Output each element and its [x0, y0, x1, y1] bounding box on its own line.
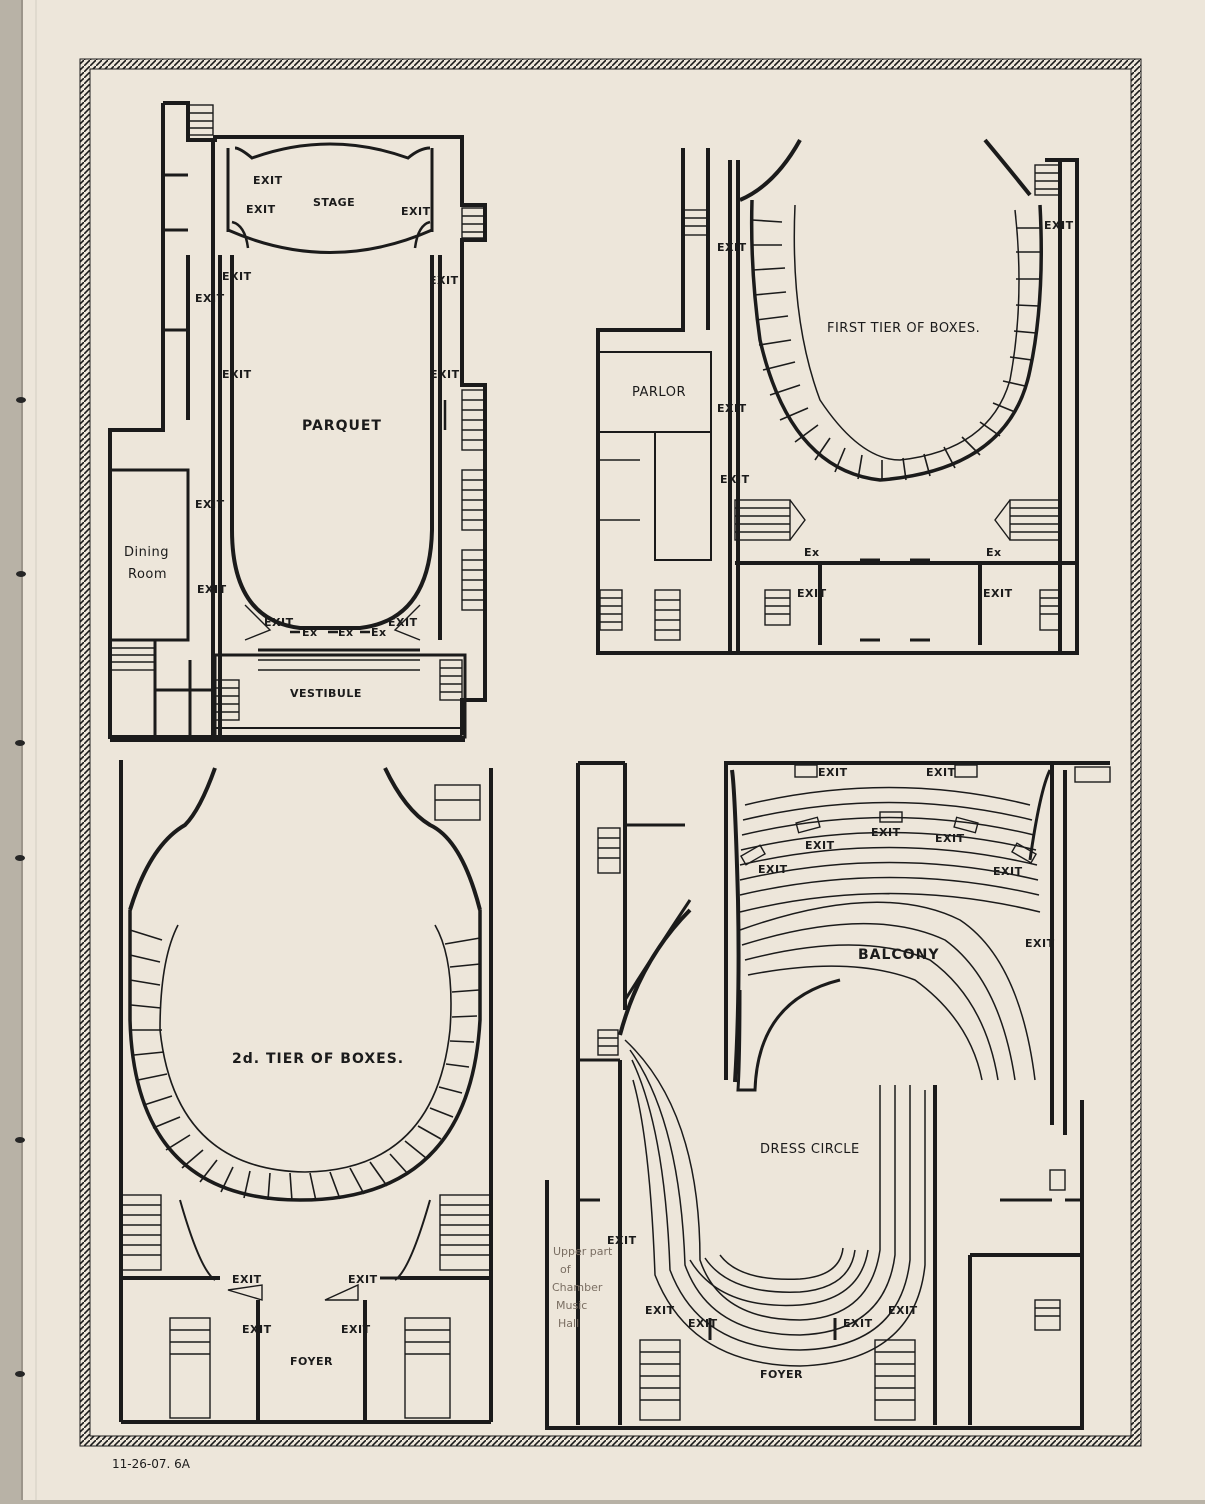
svg-text:EXIT: EXIT [758, 863, 788, 876]
svg-text:EXIT: EXIT [222, 368, 252, 381]
svg-text:EXIT: EXIT [222, 270, 252, 283]
svg-text:EXIT: EXIT [818, 766, 848, 779]
dining-room-label-2: Room [128, 567, 167, 582]
svg-text:EXIT: EXIT [983, 587, 1013, 600]
svg-text:EXIT: EXIT [1025, 937, 1055, 950]
second-tier-exit-labels: EXIT EXIT EXIT EXIT [232, 1273, 378, 1336]
dining-room-label-1: Dining [124, 545, 169, 560]
svg-text:Ex: Ex [986, 546, 1002, 559]
decorative-border [79, 58, 1142, 1447]
second-tier-title: 2d. TIER OF BOXES. [232, 1051, 404, 1067]
svg-text:EXIT: EXIT [242, 1323, 272, 1336]
svg-text:Upper part: Upper part [553, 1245, 613, 1258]
svg-text:Music: Music [556, 1299, 587, 1312]
svg-text:EXIT: EXIT [341, 1323, 371, 1336]
first-tier-title: FIRST TIER OF BOXES. [827, 321, 980, 336]
svg-text:Chamber: Chamber [552, 1281, 603, 1294]
binding-holes [15, 397, 26, 1377]
second-tier-foyer-label: FOYER [290, 1355, 333, 1368]
svg-text:Hall: Hall [558, 1317, 579, 1330]
first-tier-plan [596, 138, 1079, 655]
parquet-plan [108, 101, 487, 742]
svg-text:EXIT: EXIT [388, 616, 418, 629]
first-tier-exit-labels: EXIT EXIT EXIT EXIT EXIT EXIT Ex Ex [717, 219, 1074, 600]
svg-text:EXIT: EXIT [797, 587, 827, 600]
stage-label: STAGE [313, 196, 355, 209]
svg-text:EXIT: EXIT [871, 826, 901, 839]
svg-text:EXIT: EXIT [401, 205, 431, 218]
svg-text:EXIT: EXIT [688, 1317, 718, 1330]
svg-text:EXIT: EXIT [195, 498, 225, 511]
svg-text:EXIT: EXIT [993, 865, 1023, 878]
svg-text:EXIT: EXIT [246, 203, 276, 216]
svg-text:EXIT: EXIT [197, 583, 227, 596]
paper [22, 0, 1205, 1500]
svg-text:Ex: Ex [338, 626, 354, 639]
svg-text:EXIT: EXIT [805, 839, 835, 852]
balcony-plan [545, 761, 1111, 1430]
balcony-foyer-label: FOYER [760, 1368, 803, 1381]
svg-text:EXIT: EXIT [717, 241, 747, 254]
svg-text:EXIT: EXIT [888, 1304, 918, 1317]
parquet-exit-labels: EXIT EXIT EXIT EXIT EXIT EXIT EXIT EXIT … [195, 174, 460, 639]
chamber-music-hall-label: Upper part of Chamber Music Hall [552, 1245, 613, 1330]
svg-text:EXIT: EXIT [843, 1317, 873, 1330]
svg-text:of: of [560, 1263, 572, 1276]
svg-text:EXIT: EXIT [253, 174, 283, 187]
svg-text:Ex: Ex [302, 626, 318, 639]
svg-text:EXIT: EXIT [348, 1273, 378, 1286]
svg-text:EXIT: EXIT [232, 1273, 262, 1286]
svg-text:EXIT: EXIT [430, 368, 460, 381]
svg-text:EXIT: EXIT [720, 473, 750, 486]
svg-text:EXIT: EXIT [645, 1304, 675, 1317]
svg-text:EXIT: EXIT [935, 832, 965, 845]
svg-text:EXIT: EXIT [429, 274, 459, 287]
balcony-exit-labels: EXIT EXIT EXIT EXIT EXIT EXIT EXIT EXIT … [607, 766, 1055, 1330]
parquet-title: PARQUET [302, 418, 382, 434]
svg-text:EXIT: EXIT [926, 766, 956, 779]
svg-text:Ex: Ex [371, 626, 387, 639]
balcony-title: BALCONY [858, 947, 939, 963]
vestibule-label: VESTIBULE [290, 687, 362, 700]
second-tier-plan [119, 760, 493, 1424]
parlor-label: PARLOR [632, 385, 686, 400]
svg-text:EXIT: EXIT [195, 292, 225, 305]
svg-text:EXIT: EXIT [264, 616, 294, 629]
svg-text:EXIT: EXIT [717, 402, 747, 415]
svg-text:Ex: Ex [804, 546, 820, 559]
dress-circle-label: DRESS CIRCLE [760, 1142, 860, 1157]
archive-note: 11-26-07. 6A [112, 1457, 191, 1471]
svg-text:EXIT: EXIT [1044, 219, 1074, 232]
svg-text:EXIT: EXIT [607, 1234, 637, 1247]
